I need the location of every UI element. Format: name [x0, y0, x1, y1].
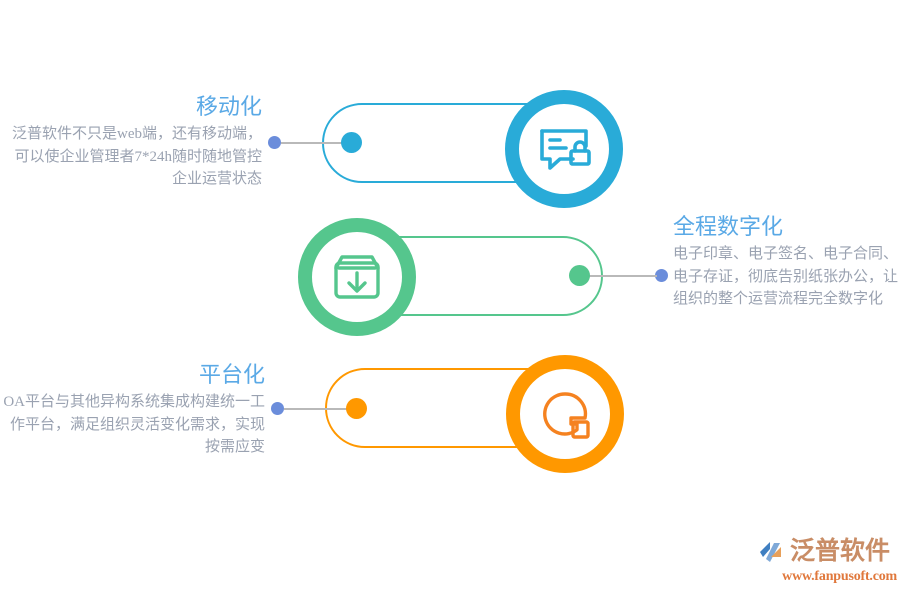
message-lock-icon — [533, 118, 595, 180]
heading-digital: 全程数字化 — [673, 214, 784, 239]
fanpu-logo-mark-icon — [757, 537, 787, 567]
pill-dot-mobile — [341, 132, 362, 153]
endpoint-dot-platform — [271, 402, 284, 415]
endpoint-dot-digital — [655, 269, 668, 282]
pill-dot-digital — [569, 265, 590, 286]
archive-download-icon — [328, 248, 386, 306]
pill-dot-platform — [346, 398, 367, 419]
body-platform: OA平台与其他异构系统集成构建统一工作平台，满足组织灵活变化需求，实现按需应变 — [3, 394, 265, 455]
brand-logo: 泛普软件 www.fanpusoft.com — [757, 537, 897, 592]
logo-url: www.fanpusoft.com — [782, 569, 897, 584]
body-mobile: 泛普软件不只是web端，还有移动端，可以使企业管理者7*24h随时随地管控企业运… — [12, 126, 262, 187]
connector-line-digital — [579, 274, 657, 277]
connector-line-mobile — [281, 141, 346, 144]
pie-chart-icon — [535, 384, 595, 444]
heading-platform: 平台化 — [198, 362, 265, 387]
icon-circle-digital — [298, 218, 416, 336]
heading-mobile: 移动化 — [195, 94, 262, 119]
text-block-mobile: 移动化 泛普软件不只是web端，还有移动端，可以使企业管理者7*24h随时随地管… — [0, 92, 262, 191]
endpoint-dot-mobile — [268, 136, 281, 149]
text-block-digital: 全程数字化 电子印章、电子签名、电子合同、电子存证，彻底告别纸张办公，让组织的整… — [673, 212, 900, 311]
text-block-platform: 平台化 OA平台与其他异构系统集成构建统一工作平台，满足组织灵活变化需求，实现按… — [0, 360, 265, 459]
body-digital: 电子印章、电子签名、电子合同、电子存证，彻底告别纸张办公，让组织的整个运营流程完… — [673, 246, 899, 307]
logo-wordmark: 泛普软件 — [790, 538, 891, 565]
connector-line-platform — [284, 407, 351, 410]
icon-circle-mobile — [505, 90, 623, 208]
icon-circle-platform — [506, 355, 624, 473]
